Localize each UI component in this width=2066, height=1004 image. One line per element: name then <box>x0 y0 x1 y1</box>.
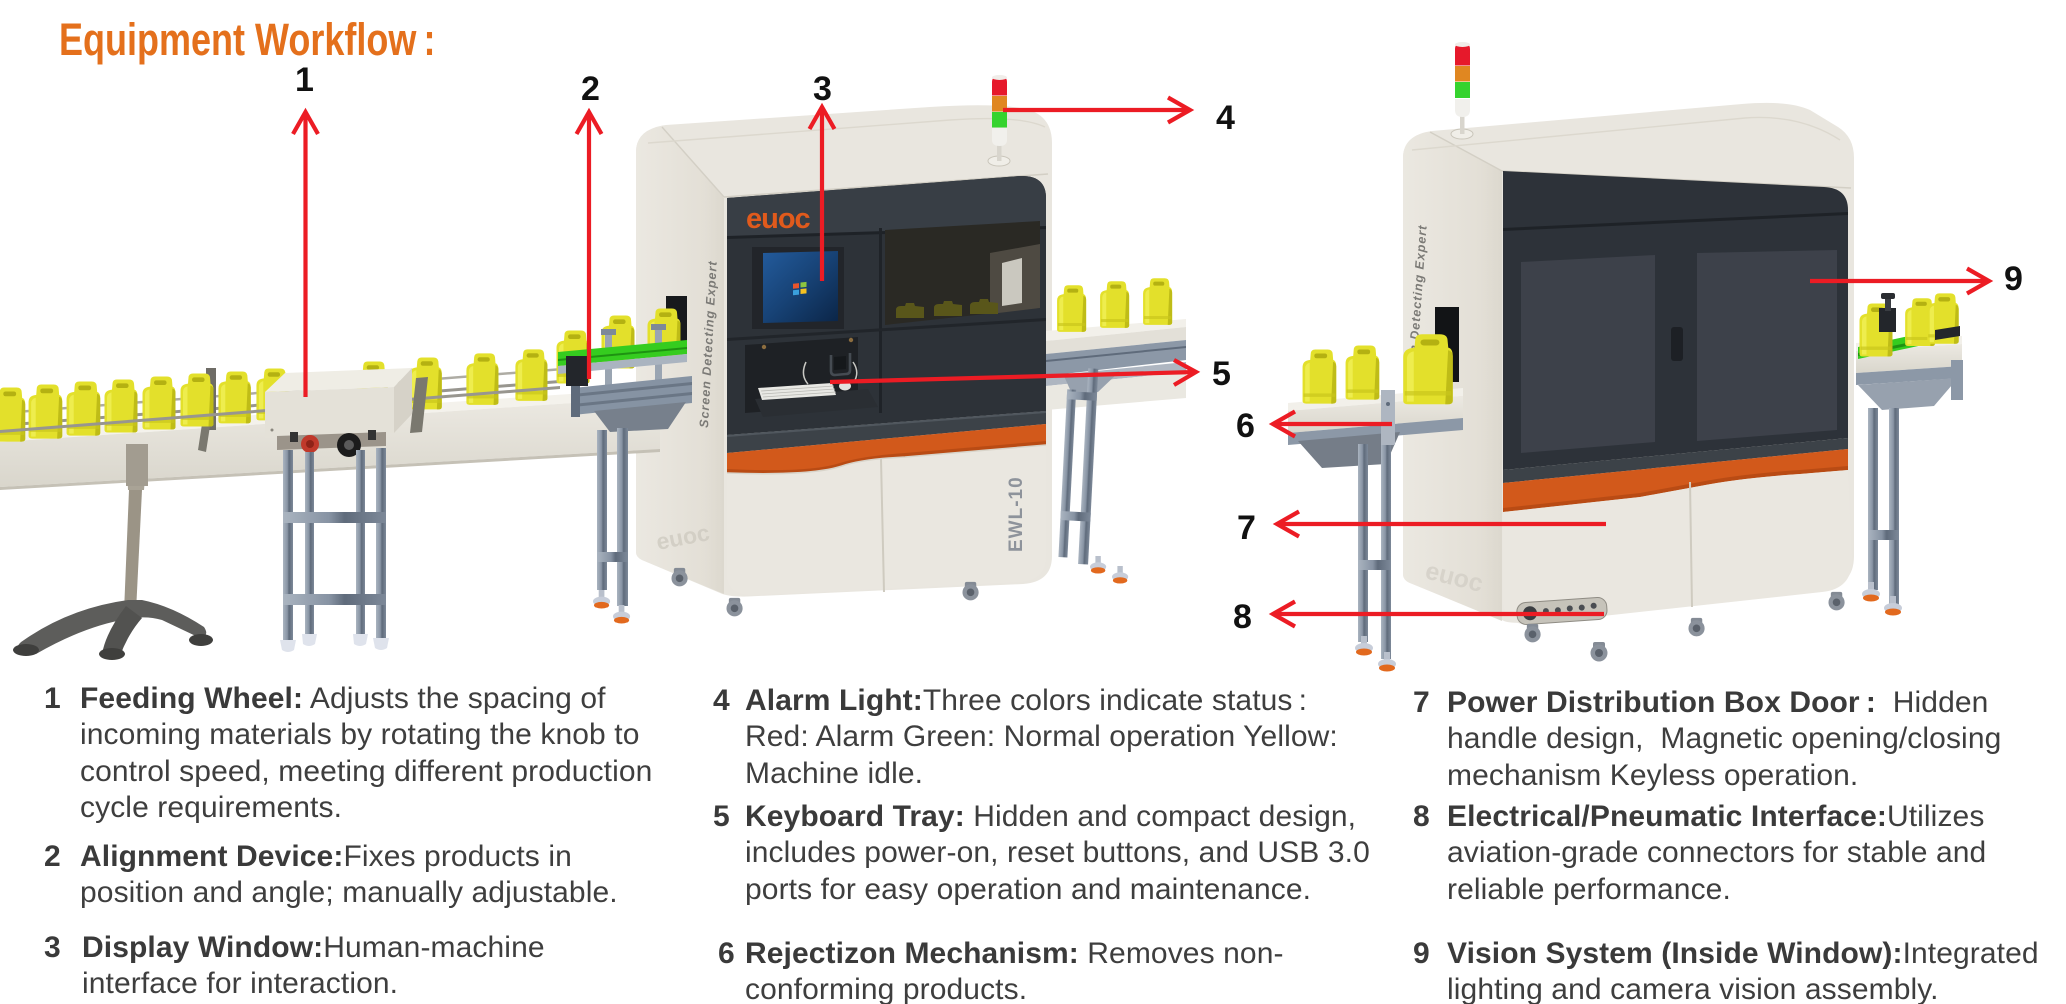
svg-text:euoc: euoc <box>746 203 811 235</box>
svg-text:EWL-10: EWL-10 <box>1006 476 1027 552</box>
